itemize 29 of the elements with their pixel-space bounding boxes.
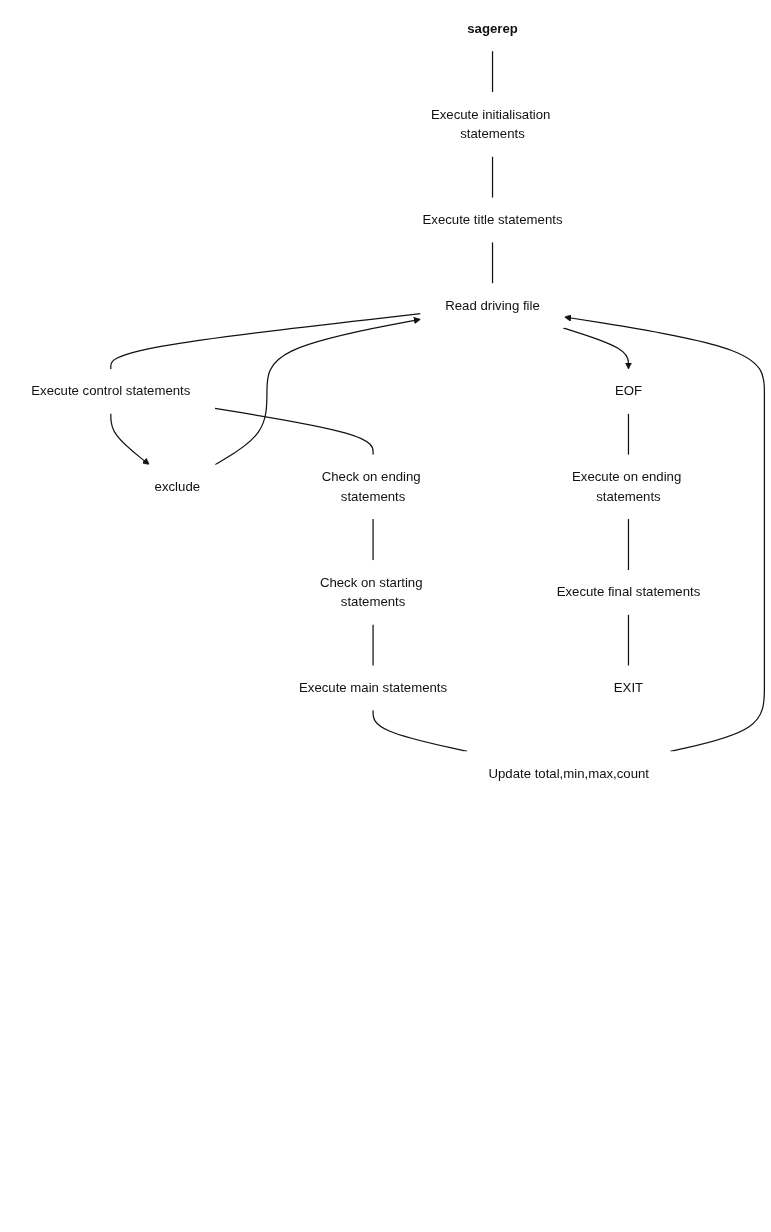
arrow [110, 412, 150, 465]
connector [110, 313, 422, 370]
connector [491, 155, 494, 199]
node-text: Execute on ending statements [572, 469, 682, 504]
node-text: sagerep [467, 21, 518, 36]
connector [372, 623, 374, 667]
connector [627, 412, 630, 456]
node-text: EXIT [613, 680, 644, 695]
arrow [214, 317, 421, 466]
node-text: Check on starting statements [319, 575, 423, 609]
node-text: Execute control statements [31, 383, 191, 398]
connector [214, 407, 374, 456]
connector [372, 709, 468, 752]
node-text: EOF [614, 383, 643, 398]
connector [491, 241, 494, 285]
connector [372, 518, 374, 561]
node-text: Execute main statements [299, 680, 448, 695]
connector [627, 518, 630, 571]
connector [627, 614, 630, 667]
node-text: exclude [154, 479, 201, 494]
node-text: Update total,min,max,count [488, 766, 649, 781]
node-text: Execute initialisation statements [430, 107, 551, 141]
node-text: Check on ending statements [321, 469, 421, 504]
arrow [564, 314, 766, 752]
connector [491, 50, 494, 93]
node-text: Execute title statements [422, 212, 563, 227]
node-text: Read driving file [445, 298, 540, 313]
arrow [562, 327, 633, 370]
node-text: Execute final statements [556, 584, 701, 599]
